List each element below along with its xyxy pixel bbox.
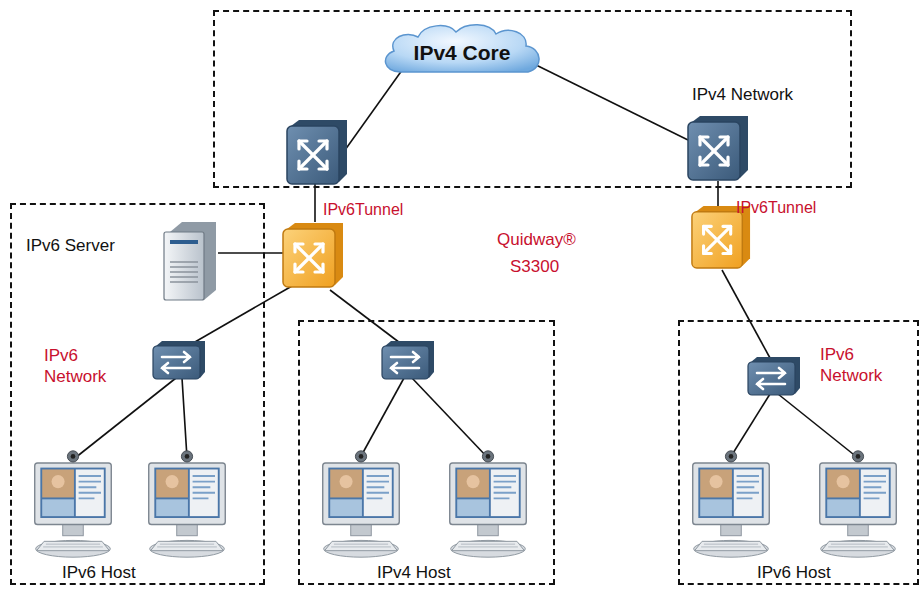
host-computer [693,451,770,557]
host-computer [323,451,400,557]
region-label: IPv6 Network [44,345,124,388]
device-label: Quidway® [497,230,576,250]
region-label: IPv6 Server [26,235,115,256]
access-switch-icon [748,357,800,395]
router-icon [287,120,347,184]
region-label: IPv6 Host [757,562,831,583]
network-region: IPv6 NetworkIPv6 Host [678,320,919,585]
access-switch-icon [382,341,434,379]
network-region: IPv4 Network IPv4 Core [213,10,852,188]
cloud-label: IPv4 Core [414,40,511,66]
host-computer [450,451,527,557]
region-label: IPv4 Host [377,562,451,583]
access-switch-icon [153,341,205,379]
device-label: S3300 [510,257,559,277]
host-computer [149,451,226,557]
network-region: IPv6 ServerIPv6 NetworkIPv6 Host [10,203,265,585]
tunnel-label: IPv6Tunnel [736,198,816,217]
server-icon [164,222,216,300]
core-cloud: IPv4 Core [378,20,546,80]
region-label: IPv6 Network [820,344,900,387]
host-computer [35,451,112,557]
s3300-switch-icon [283,223,343,287]
region-label: IPv4 Network [692,84,793,105]
network-region: IPv4 Host [298,320,555,585]
router-icon [688,116,748,180]
network-links [75,62,858,458]
tunnel-label: IPv6Tunnel [323,200,403,219]
region-label: IPv6 Host [62,562,136,583]
host-computer [820,451,897,557]
